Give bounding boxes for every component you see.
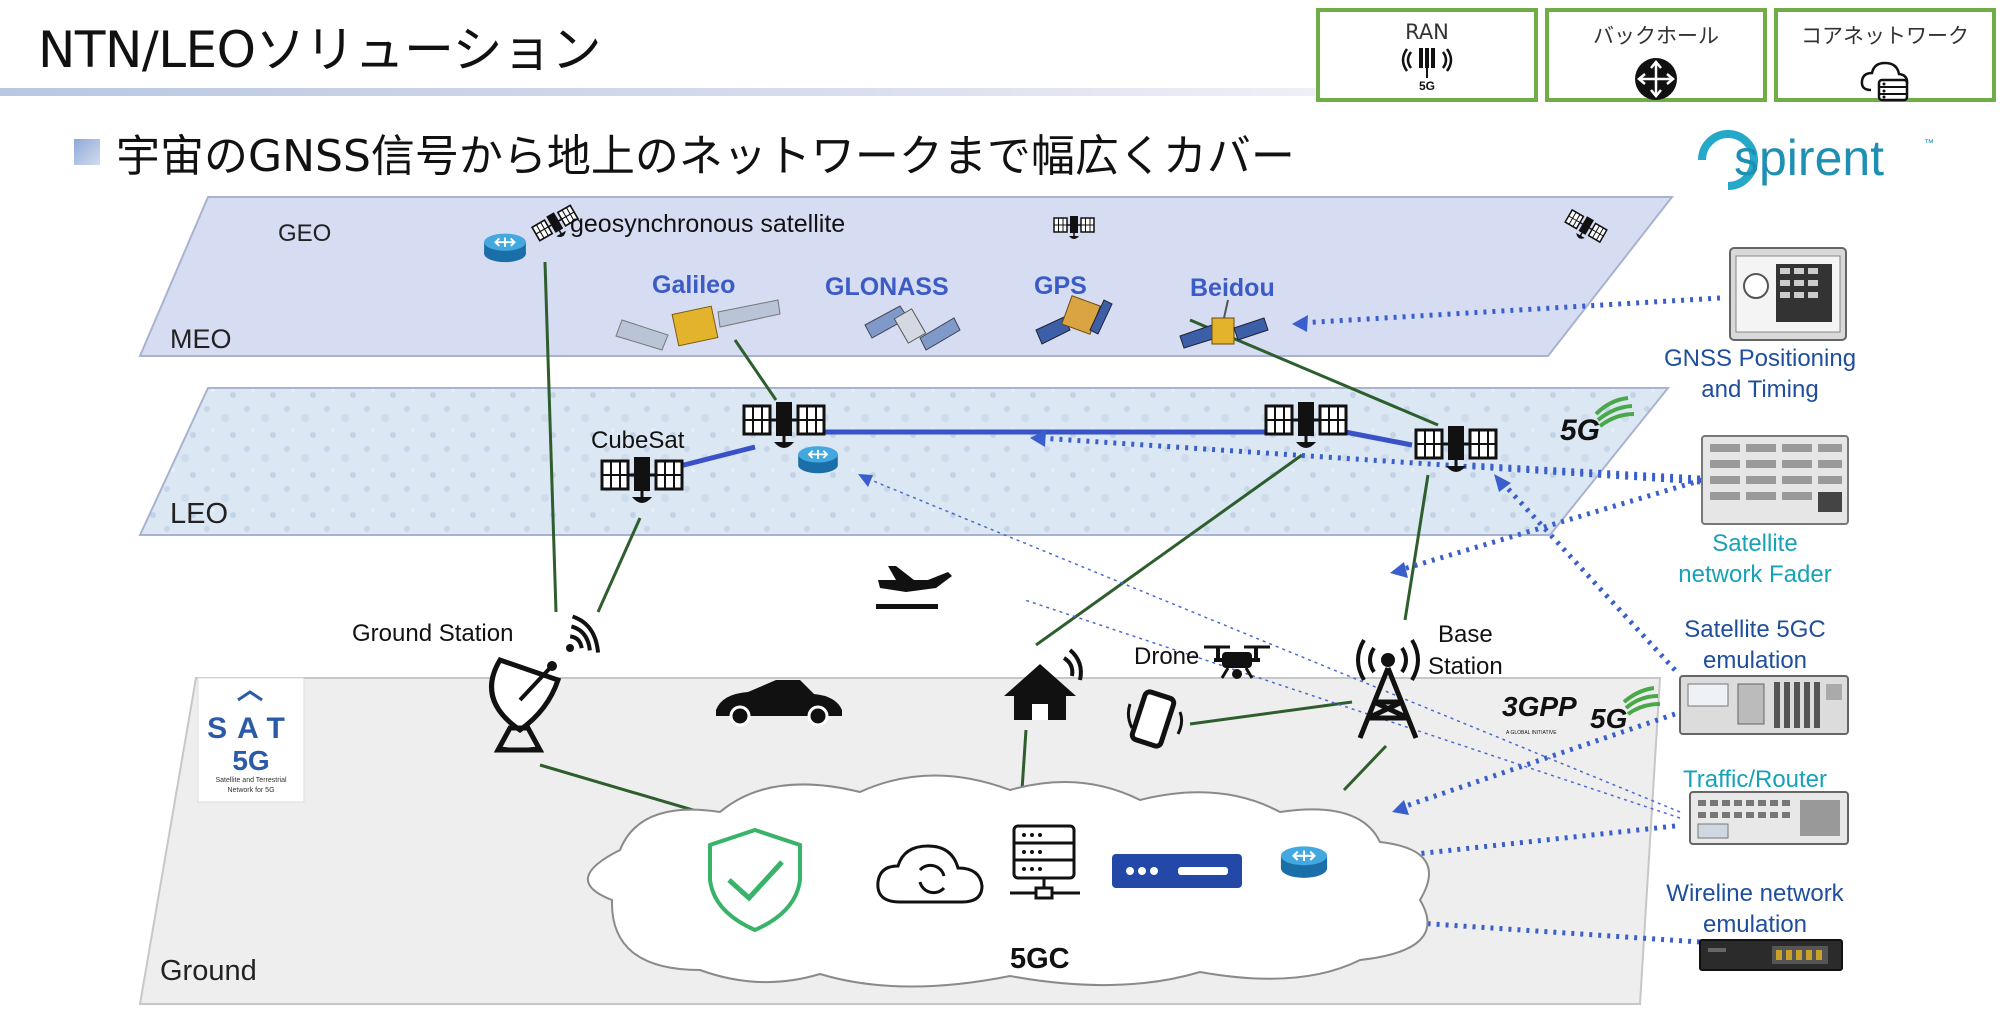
3gpp-logo: 3GPP A GLOBAL INITIATIVE — [1502, 691, 1577, 736]
5gc-emulator-device — [1679, 675, 1849, 735]
spirent-logo-mark — [1698, 130, 1758, 190]
beidou-satellite-icon — [1179, 299, 1269, 349]
smartphone-icon — [1126, 689, 1184, 749]
wireless-signal-icon — [566, 614, 601, 653]
drone-label: Drone — [1134, 643, 1199, 670]
subtitle-text: 宇宙のGNSS信号から地上のネットワークまで幅広くカバー — [116, 131, 1295, 182]
network-appliance-icon — [1112, 854, 1242, 888]
fader-device — [1701, 435, 1849, 525]
svg-text:Satellite and Terrestrial: Satellite and Terrestrial — [215, 777, 287, 784]
car-icon — [716, 680, 842, 727]
category-backhaul: バックホール — [1545, 8, 1767, 102]
svg-text:5G: 5G — [1419, 79, 1435, 93]
category-core: コアネットワーク — [1774, 8, 1996, 102]
svg-text:3GPP: 3GPP — [1502, 691, 1577, 722]
subtitle: 宇宙のGNSS信号から地上のネットワークまで幅広くカバー — [74, 120, 1295, 184]
ground-station-label: Ground Station — [352, 620, 513, 647]
base-station-label-2: Station — [1428, 653, 1503, 680]
gnss-labels: Galileo GLONASS GPS Beidou — [652, 271, 1275, 302]
category-label-backhaul: バックホール — [1593, 24, 1719, 48]
cubesat-label: CubeSat — [591, 427, 685, 454]
svg-text:Network for 5G: Network for 5G — [227, 787, 274, 794]
gps-label: GPS — [1034, 272, 1087, 300]
svg-text:5G: 5G — [232, 745, 269, 776]
beidou-label: Beidou — [1190, 274, 1275, 302]
home-wifi-icon — [1004, 648, 1083, 720]
leo-router-icon — [797, 445, 839, 475]
gps-satellite-icon — [1035, 295, 1113, 345]
core-network-cloud — [587, 774, 1430, 988]
base-station-label-1: Base — [1438, 621, 1493, 648]
spirent-logo-text: spirent — [1734, 130, 1884, 186]
base-station-tower-icon — [1356, 638, 1420, 739]
page-title: NTN/LEOソリューション — [38, 21, 602, 79]
subtitle-bullet — [74, 139, 100, 165]
category-label-ran: RAN — [1405, 20, 1449, 44]
galileo-satellite-icon — [615, 299, 781, 351]
leo-plane — [138, 387, 1671, 536]
svg-text:SAT: SAT — [207, 712, 295, 745]
drone-icon — [1204, 645, 1270, 679]
svg-text:5G: 5G — [1590, 703, 1627, 734]
wireline-emulator-device — [1699, 939, 1843, 971]
geo-satellite-label: geosynchronous satellite — [570, 210, 845, 238]
glonass-satellite-icon — [864, 305, 961, 351]
security-shield-icon — [708, 827, 802, 933]
thin-dotted-links — [865, 477, 1681, 819]
ground-station-dish-icon — [489, 656, 562, 753]
category-ran: RAN 5G — [1316, 8, 1538, 102]
cloud-server-icon — [1860, 61, 1909, 102]
geo-label: GEO — [278, 220, 331, 247]
server-rack-icon — [1010, 824, 1080, 900]
core-router-icon — [1279, 845, 1329, 879]
airplane-icon — [876, 566, 952, 609]
router-icon — [1635, 58, 1677, 100]
category-label-core: コアネットワーク — [1801, 24, 1969, 48]
ran-antenna-5g-icon: 5G — [1401, 48, 1453, 93]
traffic-router-device — [1689, 791, 1849, 845]
5g-badge-icon: 5G — [1560, 396, 1635, 447]
svg-text:5G: 5G — [1560, 414, 1600, 447]
spirent-logo: spirent ™ — [1698, 130, 1934, 190]
core-label: 5GC — [1010, 943, 1070, 975]
geo-router-icon — [483, 232, 527, 264]
title-underline — [0, 88, 1320, 96]
ground-label: Ground — [160, 955, 257, 987]
glonass-label: GLONASS — [825, 273, 949, 301]
sat5g-logo: SAT 5G Satellite and Terrestrial Network… — [197, 677, 305, 803]
5g-badge-icon: 5G — [1590, 686, 1661, 734]
cloud-sync-icon — [876, 844, 984, 904]
meo-plane — [138, 196, 1675, 357]
gnss-simulator-device — [1729, 247, 1847, 341]
galileo-label: Galileo — [652, 271, 735, 299]
leo-label: LEO — [170, 498, 228, 530]
meo-label: MEO — [170, 324, 232, 354]
spirent-logo-tm: ™ — [1924, 138, 1934, 149]
product-label-traffic: Traffic/Router — [1682, 766, 1828, 793]
svg-text:A GLOBAL INITIATIVE: A GLOBAL INITIATIVE — [1506, 730, 1557, 736]
